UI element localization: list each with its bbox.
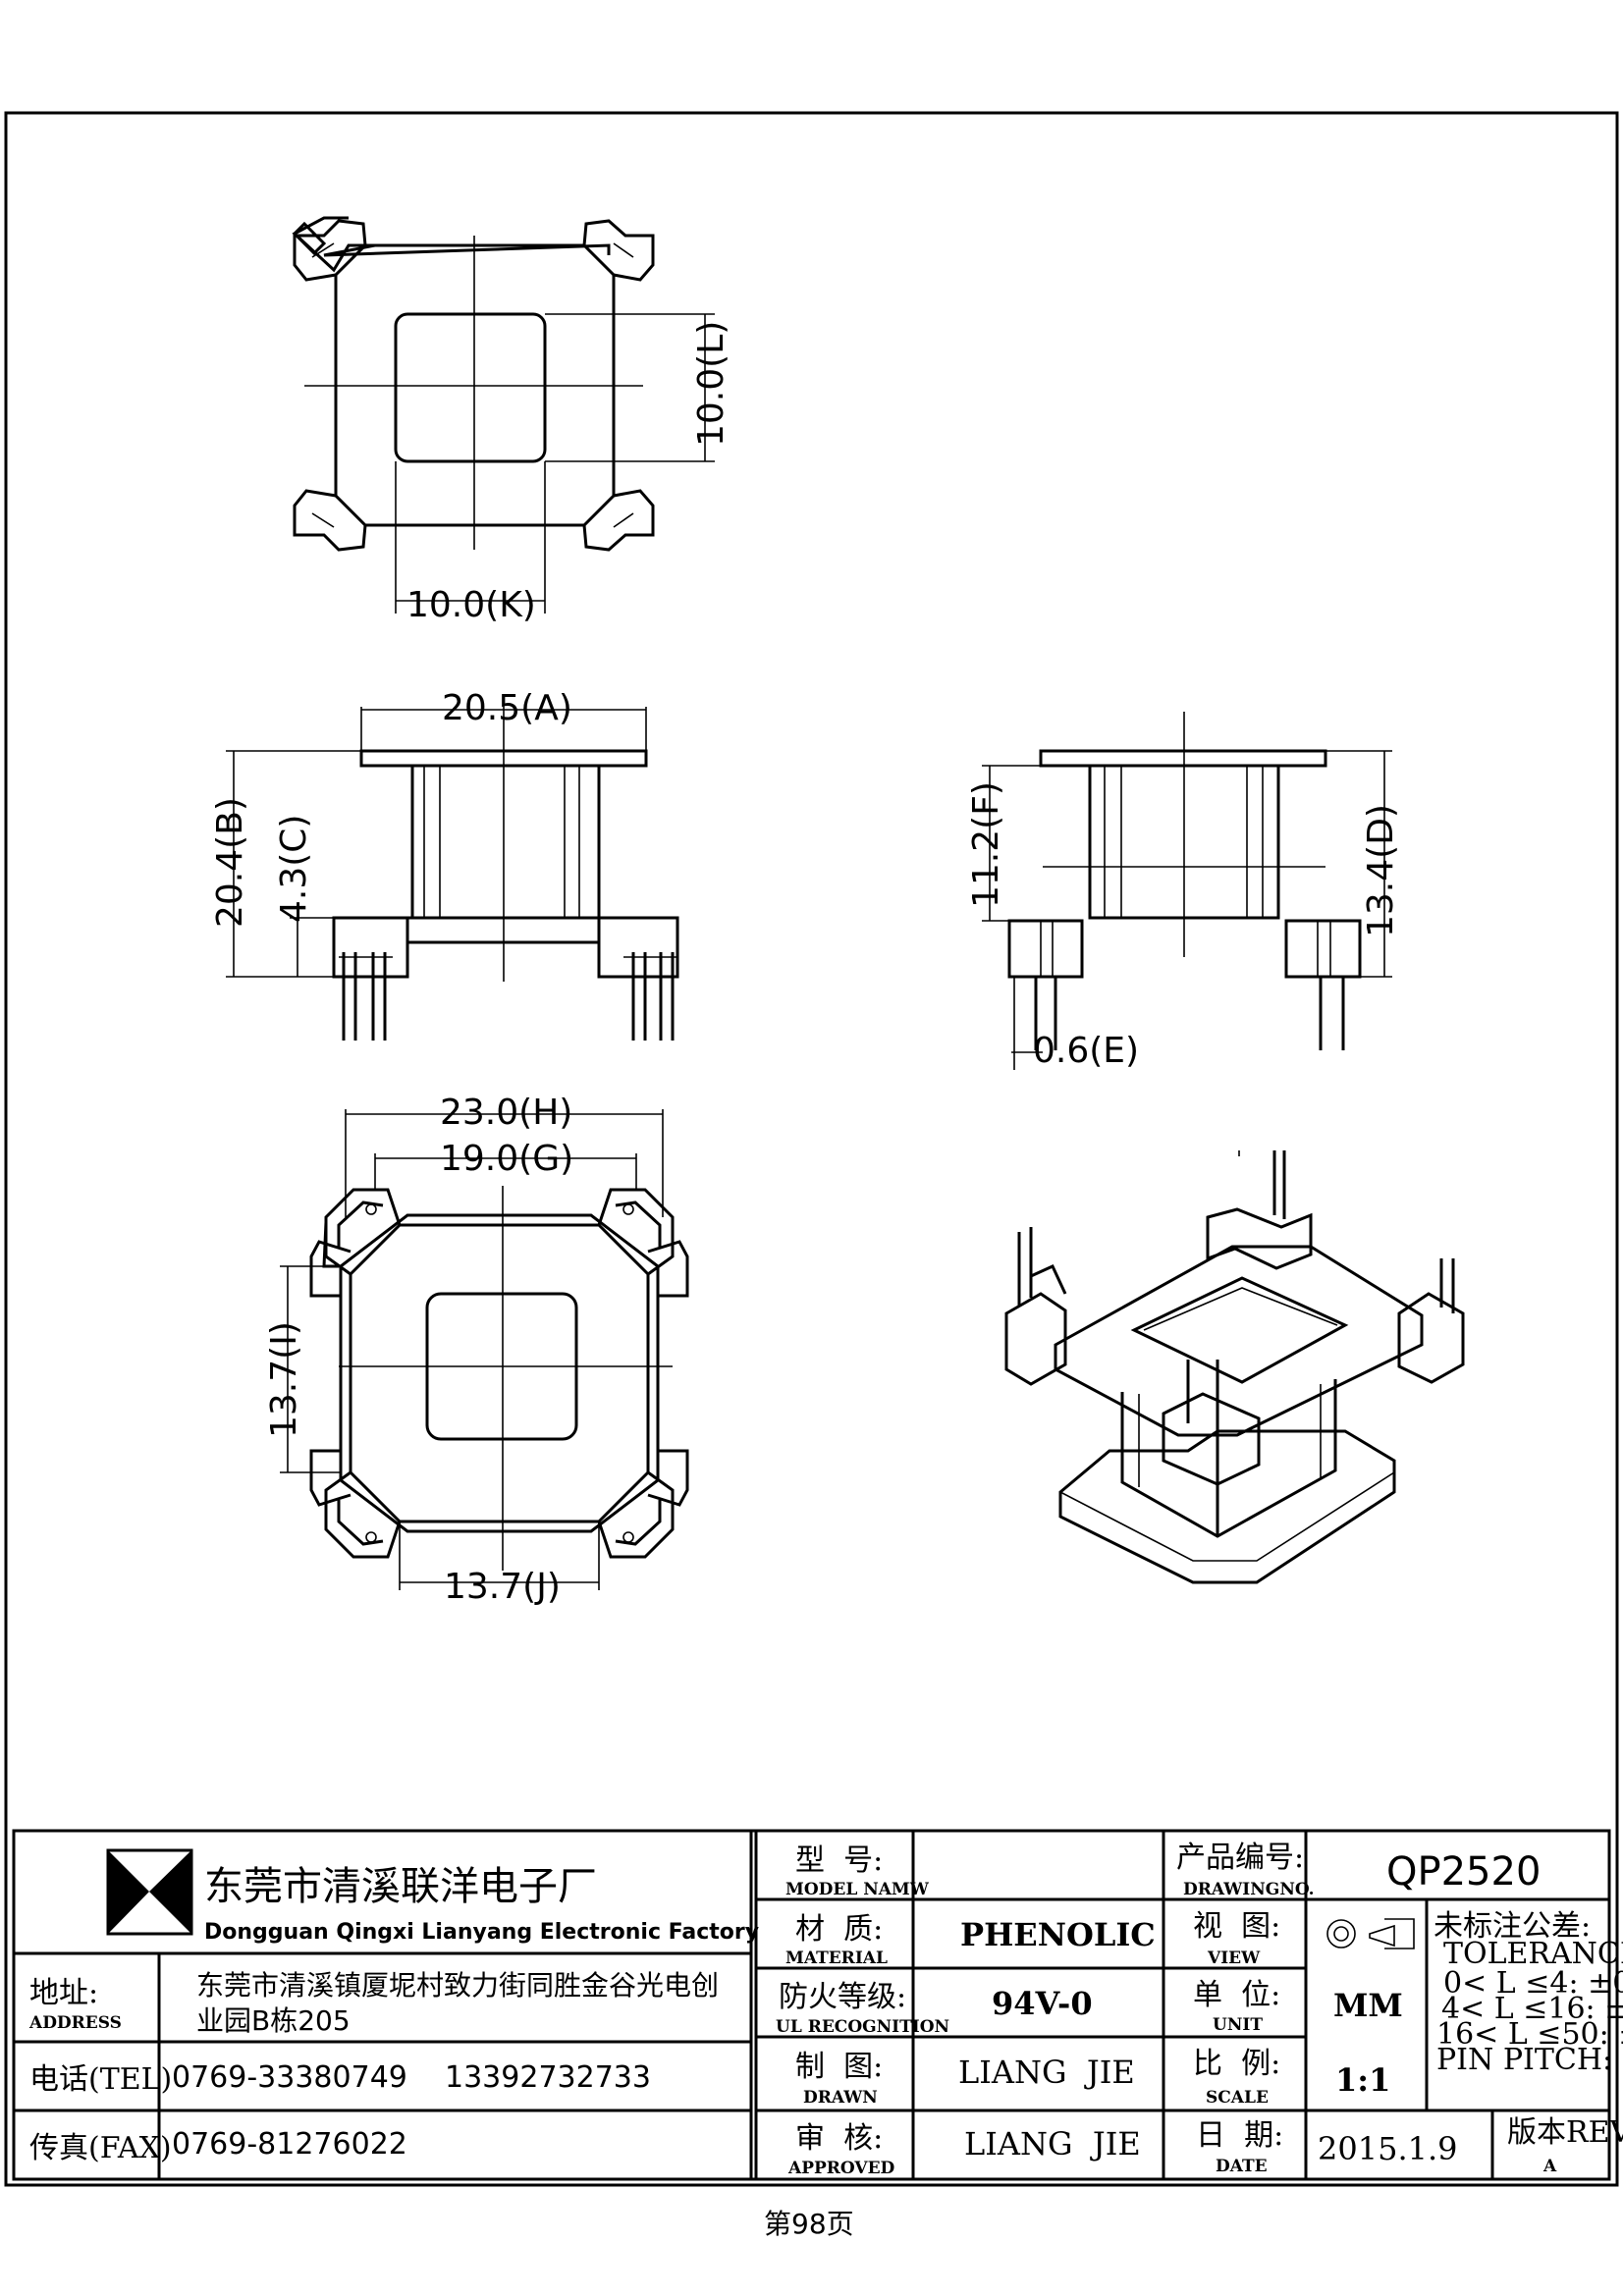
rev-label: 版本REV. [1507, 2115, 1623, 2150]
address-line-2: 业园B栋205 [196, 2004, 351, 2037]
company-logo [106, 1848, 193, 1936]
ul-label-zh: 防火等级: [779, 1980, 906, 2014]
dim-k-label: 10.0(K) [406, 585, 536, 625]
ul-value: 94V-0 [992, 1985, 1093, 2022]
dim-c-label: 4.3(C) [274, 815, 314, 923]
view-label-en: VIEW [1207, 1949, 1261, 1968]
ul-label-en: UL RECOGNITION [776, 2017, 949, 2037]
scale-value: 1:1 [1335, 2061, 1390, 2099]
rev-value: A [1542, 2157, 1557, 2176]
drawing-frame [4, 111, 1619, 2187]
fax-label-zh: 传真 [29, 2131, 88, 2165]
approved-label-zh: 审 核: [795, 2121, 883, 2156]
dim-h-label: 23.0(H) [440, 1093, 572, 1133]
isometric-view [1004, 1150, 1465, 1584]
tolerance-line-1: 0< L ≤4: ±0.20 [1443, 1966, 1623, 2001]
drawing-no-label-en: DRAWINGNO. [1183, 1880, 1315, 1899]
unit-label-zh: 单 位: [1193, 1978, 1280, 2012]
approved-value: LIANG JIE [964, 2125, 1141, 2163]
scale-label-zh: 比 例: [1193, 2047, 1280, 2081]
drawing-no-value: QP2520 [1386, 1849, 1541, 1895]
address-line-1: 东莞市清溪镇厦坭村致力街同胜金谷光电创 [196, 1969, 719, 2002]
model-label-en: MODEL NAMW [785, 1880, 930, 1899]
tel-label-en: (TEL) [88, 2062, 172, 2097]
projection-symbol-icon [1326, 1918, 1415, 1949]
unit-value: MM [1333, 1987, 1403, 2024]
date-value: 2015.1.9 [1318, 2130, 1458, 2167]
material-label-zh: 材 质: [795, 1912, 883, 1947]
drawing-no-label-zh: 产品编号: [1176, 1841, 1304, 1875]
company-name-zh: 东莞市清溪联洋电子厂 [204, 1864, 597, 1909]
fax-value: 0769-81276022 [172, 2127, 407, 2162]
tel-label-zh: 电话 [29, 2062, 88, 2097]
model-label-zh: 型 号: [795, 1843, 883, 1878]
dim-i-label: 13.7(I) [264, 1321, 304, 1438]
tolerance-line-4: PIN PITCH: ±0.20 [1436, 2043, 1623, 2077]
tolerance-line-3: 16< L ≤50: ±0.3 [1436, 2017, 1623, 2052]
material-label-en: MATERIAL [785, 1949, 888, 1968]
tolerance-label-zh: 未标注公差: [1434, 1909, 1591, 1944]
scale-label-en: SCALE [1206, 2088, 1269, 2108]
drawn-label-zh: 制 图: [795, 2050, 883, 2084]
date-label-zh: 日 期: [1196, 2118, 1283, 2153]
fax-label-en: (FAX) [88, 2131, 172, 2165]
company-name-en: Dongguan Qingxi Lianyang Electronic Fact… [204, 1920, 759, 1945]
drawn-value: LIANG JIE [958, 2054, 1135, 2091]
material-value: PHENOLIC [960, 1916, 1156, 1953]
dim-g-label: 19.0(G) [440, 1139, 573, 1179]
tolerance-line-2: 4< L ≤16: ±0.20 [1441, 1992, 1623, 2026]
side-view: 11.2(F) 13.4(D) 0.6(E) [966, 712, 1401, 1071]
dim-b-label: 20.4(B) [210, 797, 250, 928]
front-view: 20.5(A) 20.4(B) 4.3(C) [210, 688, 679, 1041]
tel-value: 0769-33380749 13392732733 [172, 2060, 651, 2095]
title-block: 东莞市清溪联洋电子厂 Dongguan Qingxi Lianyang Elec… [12, 1829, 1623, 2181]
drawn-label-en: DRAWN [803, 2088, 878, 2108]
dim-a-label: 20.5(A) [442, 688, 572, 728]
unit-label-en: UNIT [1213, 2015, 1263, 2035]
date-label-en: DATE [1216, 2157, 1268, 2176]
address-label-zh: 地址: [29, 1976, 98, 2010]
approved-label-en: APPROVED [787, 2159, 895, 2178]
top-view: 10.0(K) 10.0(L) [292, 216, 731, 625]
dim-l-label: 10.0(L) [691, 321, 731, 447]
view-label-zh: 视 图: [1193, 1909, 1280, 1944]
dim-e-label: 0.6(E) [1033, 1031, 1139, 1071]
address-label-en: ADDRESS [28, 2013, 122, 2033]
dim-j-label: 13.7(J) [444, 1567, 561, 1607]
tolerance-label-en: TOLERANCE [1443, 1937, 1623, 1971]
bottom-view: 23.0(H) 19.0(G) 13.7(I) 13.7(J) [264, 1093, 689, 1607]
dim-f-label: 11.2(F) [966, 781, 1006, 908]
page-number: 第98页 [764, 2208, 854, 2240]
dim-d-label: 13.4(D) [1361, 804, 1401, 937]
